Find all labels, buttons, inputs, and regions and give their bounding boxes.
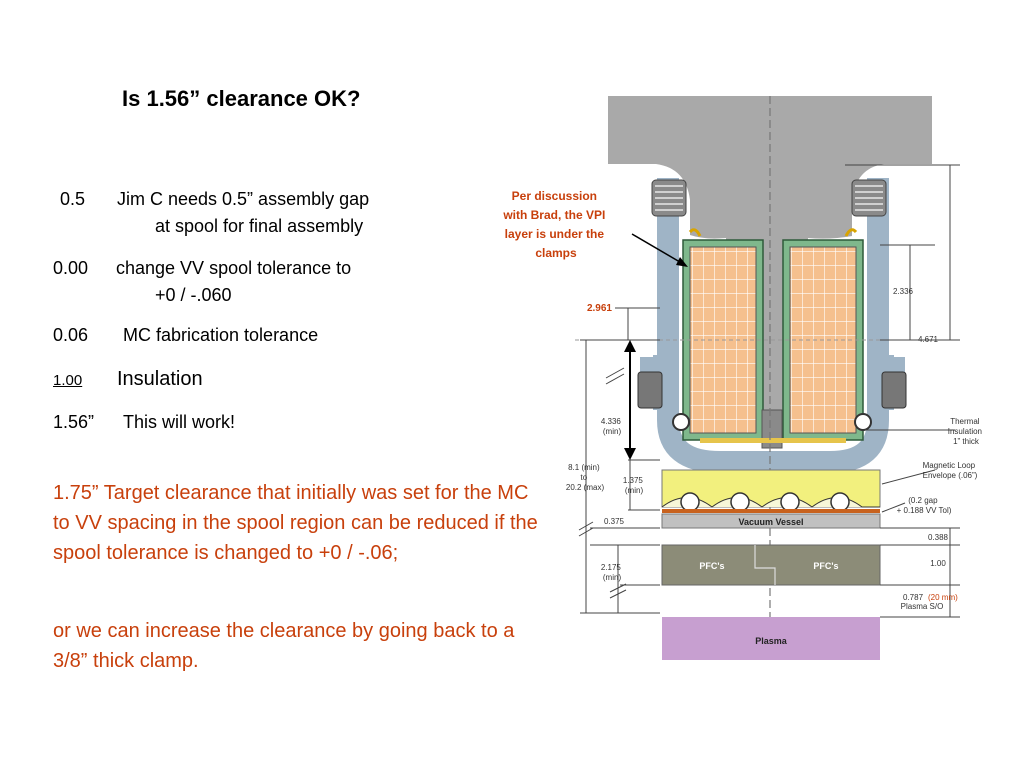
dim-0787-label: 0.787 [903,593,924,602]
dim-2961-label: 2.961 [587,303,612,314]
slide-title: Is 1.56” clearance OK? [122,86,361,111]
dim-4336-label: 4.336 (min) [601,417,623,436]
item-text: This will work! [123,412,236,432]
item-value: 0.06 [53,325,89,345]
clamp-bolt-icon [637,179,907,409]
dim-4671-label: 4.671 [918,335,939,344]
item-continuation: +0 / -.060 [155,285,232,305]
dim-2175-label: 2.175 (min) [601,563,623,582]
dim-0787-mm-label: (20 mm) [928,593,958,602]
pfc-left-label: PFC's [699,561,724,571]
item-text: MC fabrication tolerance [123,325,319,345]
magnetic-loop-envelope [661,469,881,513]
item-value: 1.56” [53,412,95,432]
dim-0375-label: 0.375 [604,517,625,526]
item-value: 1.00 [53,372,83,389]
gap-tolerance-label: (0.2 gap + 0.188 VV Tol) [897,496,952,515]
dim-81-label: 8.1 (min) to 20.2 (max) [566,463,605,492]
vacuum-vessel [661,513,881,529]
item-text: change VV spool tolerance to [116,258,352,278]
magnetic-loop-label: Magnetic Loop Envelope (.06”) [923,461,978,480]
item-text: Insulation [117,368,203,390]
clamp-paragraph: or we can increase the clearance by goin… [53,620,515,672]
pfc-right-label: PFC's [813,561,838,571]
thermal-insulation-label: Thermal Insulation 1” thick [948,417,984,446]
list-item: 0.5 Jim C needs 0.5” assembly gap [60,189,369,210]
list-item: 1.00 Insulation [53,368,203,391]
target-clearance-paragraph: 1.75” Target clearance that initially wa… [53,482,538,564]
dim-100-label: 1.00 [930,559,946,568]
dim-0388-label: 0.388 [928,533,949,542]
plasma-label: Plasma [755,636,788,646]
dim-1375-label: 1.375 (min) [623,476,645,495]
vpi-note: Per discussion with Brad, the VPI layer … [502,189,608,260]
list-item: 1.56” This will work! [53,412,235,433]
item-text: Jim C needs 0.5” assembly gap [117,189,370,209]
dim-2336-label: 2.336 [893,287,914,296]
list-item: 0.06 MC fabrication tolerance [53,325,318,346]
item-value: 0.5 [60,189,86,209]
list-item: 0.00 change VV spool tolerance to [53,258,351,279]
plasma-region [662,617,880,660]
vacuum-vessel-label: Vacuum Vessel [738,517,803,527]
item-value: 0.00 [53,258,89,278]
plasma-so-label: Plasma S/O [901,602,944,611]
pfc-blocks [661,544,881,586]
item-continuation: at spool for final assembly [155,216,364,236]
